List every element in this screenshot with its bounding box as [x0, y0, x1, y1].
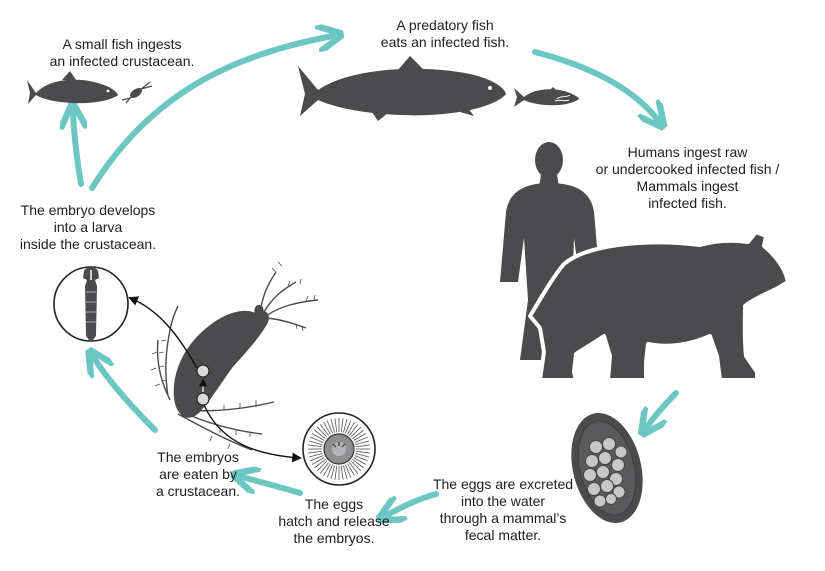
cilium-line: [310, 436, 324, 443]
arrow-develops-to-small: [73, 113, 81, 187]
cilium-line: [319, 424, 329, 436]
predatory-fish-icon: [298, 56, 506, 121]
cilium-line: [326, 464, 333, 478]
cilium-line: [353, 433, 367, 441]
cilium-line: [311, 457, 325, 465]
cilium-line: [352, 429, 364, 439]
small-fish-icon: [27, 71, 118, 104]
label-embryo-develops: The embryo develops into a larva inside …: [14, 202, 162, 253]
cilium-line: [347, 421, 355, 435]
cilium-line: [355, 453, 370, 458]
label-line: The eggs are excreted: [432, 476, 574, 492]
human-silhouette-icon: [500, 142, 600, 360]
cilium-line: [345, 464, 352, 478]
label-line: fecal matter.: [464, 527, 542, 543]
label-small-fish: A small fish ingests an infected crustac…: [46, 36, 198, 70]
label-line: A predatory fish: [396, 17, 494, 33]
cilium-line: [347, 463, 355, 477]
cilium-line: [308, 453, 323, 458]
cilium-line: [349, 424, 359, 436]
label-eggs-excreted: The eggs are excreted into the water thr…: [428, 476, 578, 544]
cilium-line: [349, 462, 359, 474]
label-line: The embryos: [157, 449, 239, 465]
arrow-embryos-to-larva: [94, 358, 158, 433]
cilium-line: [350, 460, 362, 472]
cilium-line: [350, 426, 362, 438]
cycle-arrows: [73, 36, 679, 515]
label-predatory-fish: A predatory fish eats an infected fish.: [365, 17, 525, 51]
label-line: are eaten by: [159, 466, 237, 482]
cilium-line: [353, 457, 367, 465]
label-line: into a larva: [53, 219, 123, 235]
cilium-line: [352, 459, 364, 469]
label-line: inside the crustacean.: [19, 236, 157, 252]
arrow-hatch-to-embryos: [242, 477, 303, 496]
pointer-to-hatching-egg: [203, 404, 302, 463]
label-humans: Humans ingest raw or undercooked infecte…: [585, 144, 790, 212]
cilium-line: [354, 436, 368, 443]
label-embryos-eaten: The embryos are eaten by a crustacean.: [142, 449, 254, 500]
arrow-bear-to-egg: [647, 390, 679, 427]
egg-icon: [571, 413, 643, 523]
cilium-line: [334, 465, 338, 480]
cilium-line: [330, 418, 335, 433]
cilium-line: [314, 459, 326, 469]
cilium-line: [330, 465, 335, 480]
cilium-line: [343, 418, 348, 433]
label-line: Mammals ingest: [636, 178, 739, 194]
cilium-line: [316, 426, 328, 438]
label-line: through a mammal’s: [439, 510, 567, 526]
cilium-line: [308, 440, 323, 445]
cilium-line: [310, 455, 324, 462]
label-line: a crustacean.: [155, 483, 241, 499]
cilium-line: [340, 465, 344, 480]
label-line: or undercooked infected fish /: [595, 161, 780, 177]
arrow-predatory-to-humans: [532, 49, 658, 120]
arrow-small-to-predatory: [89, 36, 333, 191]
cilium-line: [316, 460, 328, 472]
cilium-line: [334, 418, 338, 433]
cilium-line: [319, 462, 329, 474]
label-eggs-hatch: The eggs hatch and release the embryos.: [272, 496, 396, 547]
cilium-line: [314, 429, 326, 439]
cilium-line: [323, 463, 331, 477]
label-line: Humans ingest raw: [627, 144, 748, 160]
bear-silhouette-icon: [528, 230, 790, 382]
arrow-egg-to-hatch: [387, 491, 439, 515]
crustacean-icon: [150, 261, 319, 451]
cilium-line: [345, 420, 352, 434]
copepod-icon: [121, 81, 153, 104]
cilium-line: [343, 465, 348, 480]
cilium-line: [340, 418, 344, 433]
cilium-line: [323, 421, 331, 435]
pointer-to-larva: [128, 296, 198, 369]
label-line: The eggs: [304, 496, 364, 512]
cilium-line: [355, 440, 370, 445]
label-line: hatch and release: [278, 513, 390, 529]
cilium-line: [355, 444, 370, 448]
label-line: The embryo develops: [20, 202, 156, 218]
cilium-line: [326, 420, 333, 434]
cilium-line: [308, 450, 323, 454]
label-line: eats an infected fish.: [380, 34, 510, 50]
hatching-egg-icon: [302, 412, 376, 486]
pointer-arrows: [128, 296, 302, 463]
label-line: A small fish ingests: [62, 36, 182, 52]
cilium-line: [311, 433, 325, 441]
label-line: the embryos.: [293, 530, 375, 546]
label-line: infected fish.: [648, 195, 727, 211]
label-line: into the water: [460, 493, 546, 509]
larva-icon: [53, 266, 129, 342]
cilium-line: [354, 455, 368, 462]
label-line: an infected crustacean.: [49, 53, 195, 69]
cilium-line: [308, 444, 323, 448]
infected-fish-icon: [514, 87, 579, 107]
cilium-line: [355, 450, 370, 454]
